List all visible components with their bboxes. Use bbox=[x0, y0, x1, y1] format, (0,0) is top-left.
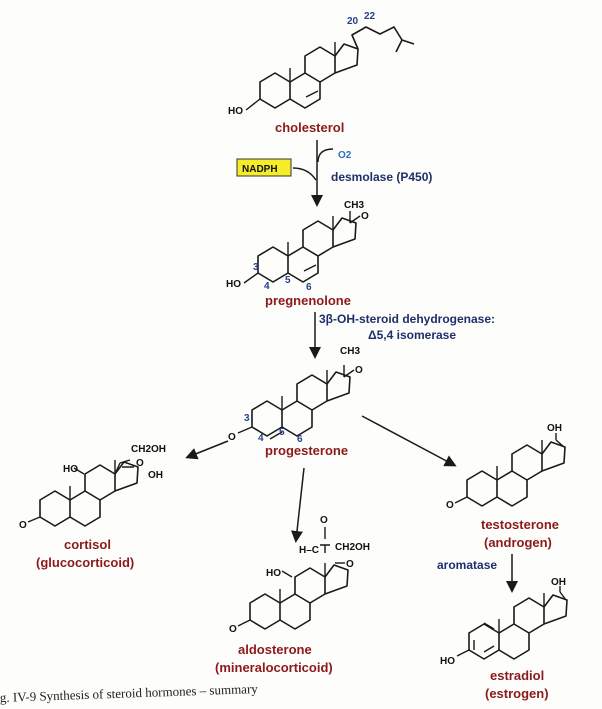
oxygen-label: O2 bbox=[338, 150, 352, 161]
progesterone-o-label: O bbox=[355, 365, 363, 376]
pregnenolone-label: pregnenolone bbox=[265, 293, 351, 308]
carbon-5-label: 5 bbox=[285, 275, 291, 286]
nadph-highlight bbox=[236, 158, 292, 177]
estradiol-structure: OH HO estradiol (estrogen) bbox=[440, 577, 568, 701]
progesterone-structure: CH3 O O 3 4 5 6 progesterone bbox=[228, 346, 363, 458]
figure-caption: g. IV-9 Synthesis of steroid hormones – … bbox=[0, 681, 259, 705]
pregnenolone-ho-label: HO bbox=[226, 279, 241, 290]
dehydrogenase-label-line1: 3β-OH-steroid dehydrogenase: bbox=[319, 312, 495, 326]
carbon-20-label: 20 bbox=[347, 16, 359, 27]
progesterone-ch3-label: CH3 bbox=[340, 346, 360, 357]
testosterone-o3-label: O bbox=[446, 500, 454, 511]
arrow-to-testosterone bbox=[361, 415, 457, 467]
progesterone-carbon-4-label: 4 bbox=[258, 433, 264, 444]
cortisol-o-label: O bbox=[136, 458, 144, 469]
aldosterone-ho-label: HO bbox=[266, 568, 281, 579]
progesterone-label: progesterone bbox=[265, 443, 348, 458]
aldosterone-o-top-label: O bbox=[320, 515, 328, 526]
progesterone-carbon-3-label: 3 bbox=[244, 413, 250, 424]
aromatase-label: aromatase bbox=[437, 558, 497, 572]
cortisol-o3-label: O bbox=[19, 520, 27, 531]
aldosterone-class-label: (mineralocorticoid) bbox=[215, 660, 333, 675]
progesterone-carbon-6-label: 6 bbox=[297, 434, 303, 445]
pregnenolone-structure: CH3 O HO 3 4 5 6 pregnenolone bbox=[226, 200, 369, 308]
cholesterol-ho-label: HO bbox=[228, 106, 243, 117]
testosterone-oh-label: OH bbox=[547, 423, 562, 434]
nadph-inflow-arrow bbox=[292, 167, 317, 181]
aldosterone-ch2oh-label: CH2OH bbox=[335, 542, 370, 553]
carbon-3-label: 3 bbox=[253, 262, 259, 273]
cortisol-label: cortisol bbox=[64, 537, 111, 552]
testosterone-class-label: (androgen) bbox=[484, 535, 552, 550]
carbon-22-label: 22 bbox=[364, 11, 376, 22]
testosterone-structure: OH O testosterone (androgen) bbox=[446, 423, 566, 550]
cortisol-oh-label: OH bbox=[148, 470, 163, 481]
aldosterone-o3-label: O bbox=[229, 624, 237, 635]
aldosterone-structure: O H–C CH2OH O HO O aldosterone (mineralo… bbox=[215, 515, 370, 675]
estradiol-ho-label: HO bbox=[440, 656, 455, 667]
progesterone-carbon-5-label: 5 bbox=[279, 427, 285, 438]
cortisol-ho-label: HO bbox=[63, 464, 78, 475]
dehydrogenase-label-line2: Δ5,4 isomerase bbox=[368, 328, 456, 342]
progesterone-o3-label: O bbox=[228, 432, 236, 443]
aldosterone-hc-label: H–C bbox=[299, 545, 319, 556]
aldosterone-label: aldosterone bbox=[238, 642, 312, 657]
pregnenolone-o-label: O bbox=[361, 211, 369, 222]
cholesterol-structure: HO 20 22 cholesterol bbox=[228, 11, 415, 135]
desmolase-label: desmolase (P450) bbox=[331, 170, 432, 184]
arrow-to-aldosterone bbox=[291, 467, 305, 543]
testosterone-label: testosterone bbox=[481, 517, 559, 532]
nadph-label: NADPH bbox=[242, 164, 278, 175]
cortisol-ch2oh-label: CH2OH bbox=[131, 444, 166, 455]
arrow-to-cortisol bbox=[185, 440, 229, 460]
aldosterone-o-label: O bbox=[346, 559, 354, 570]
estradiol-oh-label: OH bbox=[551, 577, 566, 588]
cortisol-structure: HO CH2OH O OH O cortisol (glucocorticoid… bbox=[19, 444, 166, 570]
oxygen-inflow-arrow bbox=[317, 148, 334, 163]
pregnenolone-ch3-label: CH3 bbox=[344, 200, 364, 211]
estradiol-class-label: (estrogen) bbox=[485, 686, 549, 701]
estradiol-label: estradiol bbox=[490, 668, 544, 683]
cortisol-class-label: (glucocorticoid) bbox=[36, 555, 134, 570]
carbon-6-label: 6 bbox=[306, 282, 312, 293]
cholesterol-label: cholesterol bbox=[275, 120, 344, 135]
carbon-4-label: 4 bbox=[264, 281, 270, 292]
